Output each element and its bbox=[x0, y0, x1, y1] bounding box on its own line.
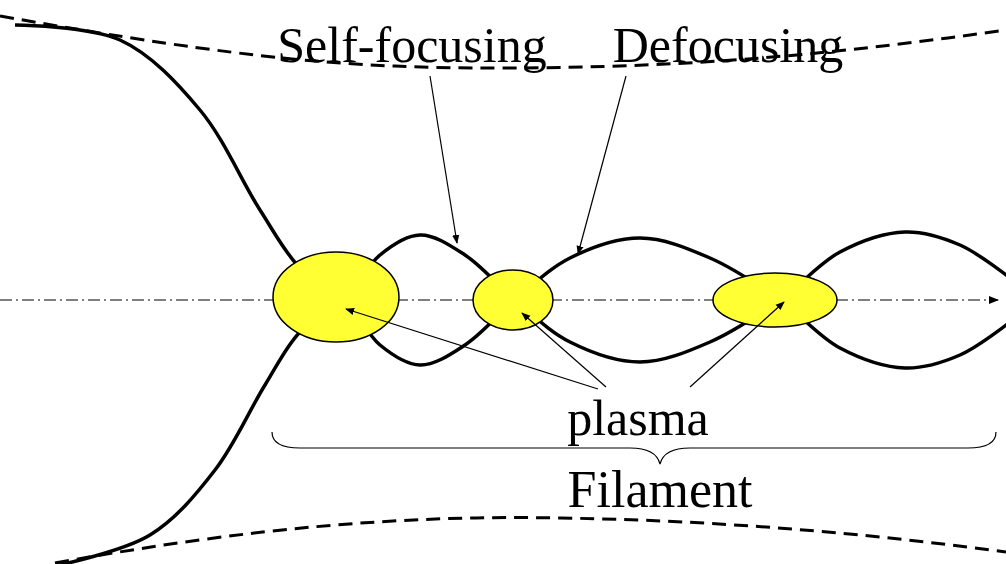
annotation-label: Defocusing bbox=[613, 20, 844, 70]
leader-arrow bbox=[522, 313, 606, 387]
beam-profile bbox=[55, 232, 1006, 564]
plasma-region bbox=[273, 252, 399, 342]
span-label: Filament bbox=[568, 464, 753, 516]
plasma-region bbox=[713, 273, 837, 327]
leader-arrow bbox=[578, 76, 626, 254]
leader-arrow bbox=[430, 76, 457, 243]
annotation-label: Self-focusing bbox=[277, 20, 546, 70]
leader-arrow bbox=[346, 309, 598, 389]
beam-profile bbox=[15, 25, 1006, 368]
annotation-label: plasma bbox=[567, 393, 709, 443]
plasma-region bbox=[473, 270, 553, 330]
leader-arrow bbox=[690, 302, 784, 387]
beam-envelope bbox=[55, 518, 1006, 563]
